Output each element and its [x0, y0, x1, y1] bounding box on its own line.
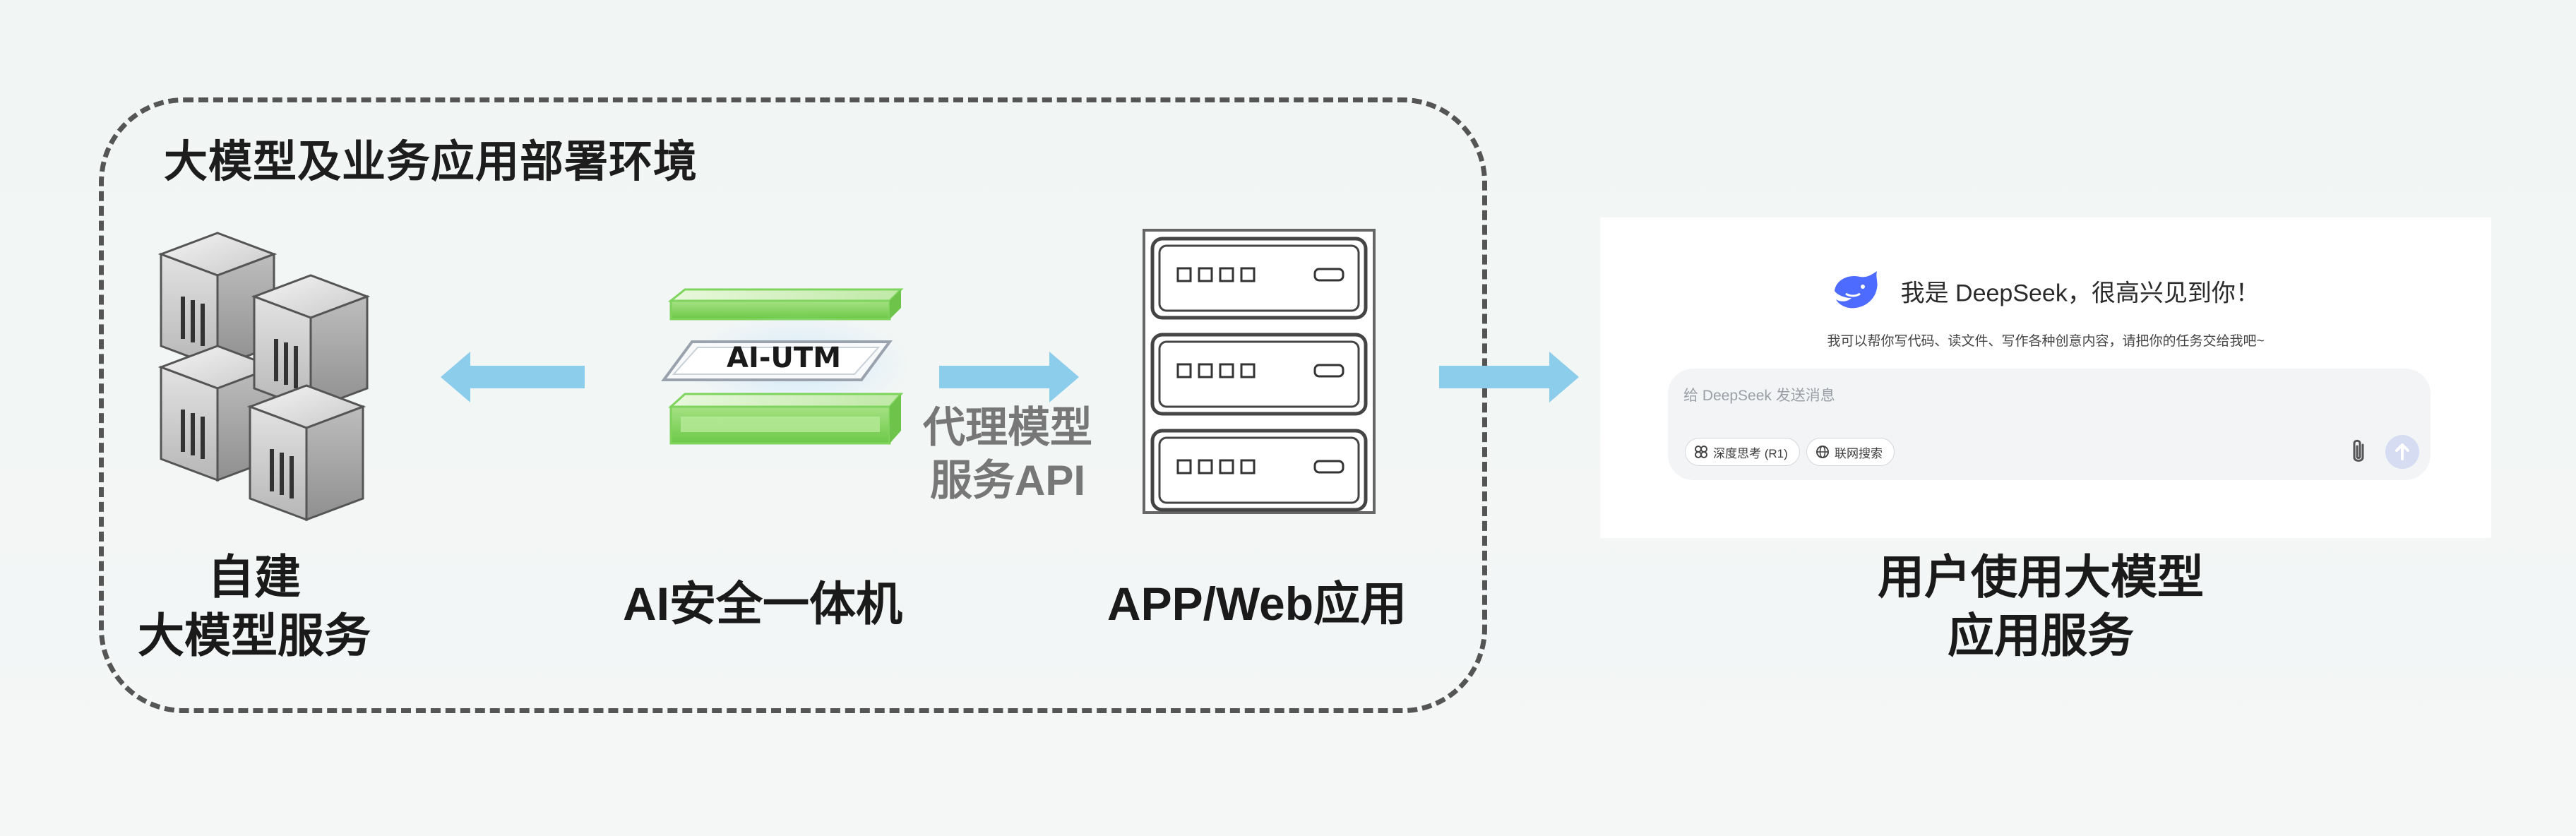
- chat-subtitle: 我可以帮你写代码、读文件、写作各种创意内容，请把你的任务交给我吧~: [1827, 334, 2265, 349]
- frame-title: 大模型及业务应用部署环境: [164, 138, 698, 186]
- chat-input-box[interactable]: 给 DeepSeek 发送消息 深度思考 (R1) 联网搜索: [1668, 369, 2431, 480]
- think-icon: [1695, 446, 1707, 458]
- attach-icon[interactable]: [2344, 436, 2373, 467]
- arrow-right-icon: [939, 352, 1079, 402]
- ai-utm-device-icon: [661, 288, 911, 445]
- deepseek-logo-icon: [1835, 271, 1878, 309]
- user-service-line2: 应用服务: [1948, 609, 2134, 662]
- app-web-label: APP/Web应用: [1107, 578, 1407, 630]
- arrow-to-user-icon: [1439, 352, 1579, 402]
- chat-greeting: 我是 DeepSeek，很高兴见到你！: [1900, 280, 2260, 307]
- globe-icon: [1816, 446, 1829, 458]
- server-cubes-icon: [160, 232, 369, 521]
- proxy-api-line2: 服务API: [929, 457, 1086, 504]
- ai-utm-badge: AI-UTM: [726, 342, 841, 374]
- appliance-label: AI安全一体机: [623, 578, 902, 630]
- web-search-label: 联网搜索: [1835, 446, 1883, 460]
- chat-ui-card: 我是 DeepSeek，很高兴见到你！ 我可以帮你写代码、读文件、写作各种创意内…: [1600, 217, 2491, 538]
- chat-header: 我是 DeepSeek，很高兴见到你！: [1600, 270, 2491, 312]
- send-button[interactable]: [2385, 435, 2419, 469]
- deployment-environment-frame: [99, 97, 1487, 713]
- server-rack-icon: [1143, 229, 1376, 514]
- deep-think-label: 深度思考 (R1): [1713, 446, 1788, 460]
- self-built-line1: 自建: [208, 551, 301, 603]
- user-service-label: 用户使用大模型 应用服务: [1794, 548, 2288, 664]
- self-built-label: 自建 大模型服务: [120, 548, 388, 664]
- self-built-line2: 大模型服务: [138, 609, 371, 662]
- proxy-api-label: 代理模型 服务API: [919, 401, 1096, 507]
- send-icon: [2395, 443, 2409, 460]
- chat-input-placeholder[interactable]: 给 DeepSeek 发送消息: [1683, 388, 1835, 404]
- proxy-api-line1: 代理模型: [923, 404, 1092, 451]
- user-service-line1: 用户使用大模型: [1878, 551, 2204, 603]
- arrow-left-icon: [441, 352, 585, 402]
- web-search-button[interactable]: 联网搜索: [1806, 438, 1895, 466]
- deep-think-button[interactable]: 深度思考 (R1): [1685, 438, 1800, 466]
